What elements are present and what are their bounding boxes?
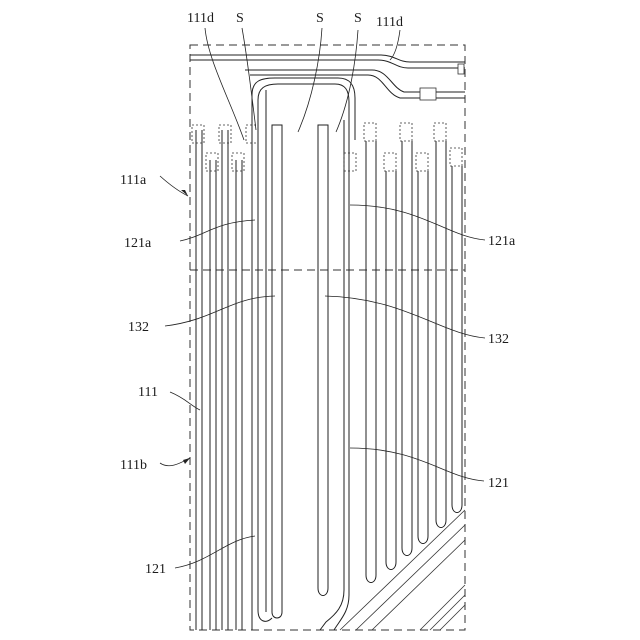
center-loop-traces [252,78,356,630]
label-121-right: 121 [488,476,509,491]
label-111b: 111b [120,458,147,473]
label-111a: 111a [120,173,147,188]
label-111d-left: 111d [187,11,214,26]
label-111d-right: 111d [376,15,403,30]
label-111: 111 [138,385,158,400]
label-132-right: 132 [488,332,509,347]
label-121-left: 121 [145,562,166,577]
right-traces [340,123,465,630]
label-132-left: 132 [128,320,149,335]
label-s-3: S [354,11,362,26]
label-121a-left: 121a [124,236,152,251]
label-s-2: S [316,11,324,26]
arrow-111b [183,458,190,464]
label-121a-right: 121a [488,234,516,249]
label-s-1: S [236,11,244,26]
left-traces [192,125,258,630]
